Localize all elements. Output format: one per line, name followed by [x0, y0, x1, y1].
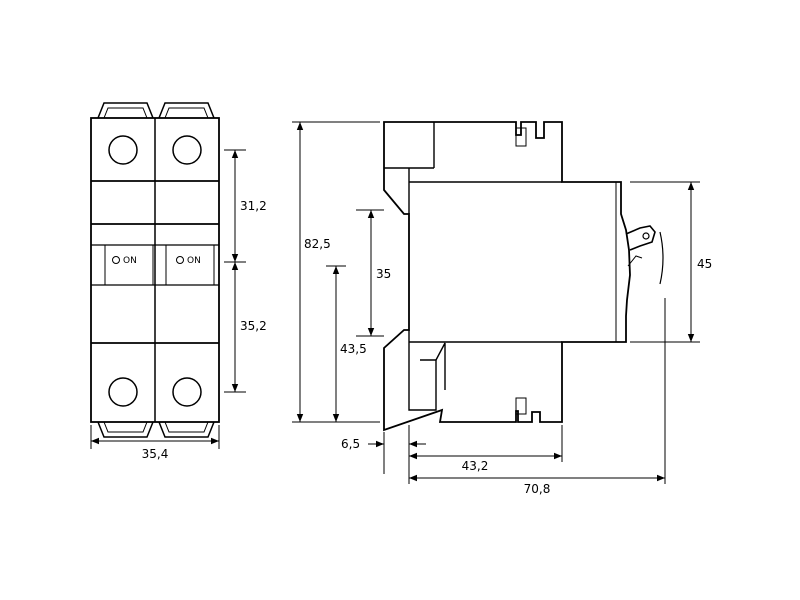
toggle-lever-icon — [625, 225, 656, 251]
dim-depth-total-label: 70,8 — [524, 482, 551, 496]
dim-width-label: 35,4 — [142, 447, 169, 461]
side-view: 82,5 35 43,5 45 6,5 43,2 70,8 — [292, 121, 712, 496]
dim-clip-offset-label: 6,5 — [341, 437, 360, 451]
dim-upper-label: 31,2 — [240, 199, 267, 213]
switch-window-right — [165, 244, 215, 286]
dim-lower-label: 35,2 — [240, 319, 267, 333]
dim-height-total-label: 82,5 — [304, 237, 331, 251]
latch-bottom — [515, 397, 527, 415]
terminal-screw-icon — [108, 135, 138, 165]
bottom-clip-left — [97, 421, 154, 438]
top-clip-left — [97, 102, 154, 119]
indicator-lamp-icon — [176, 256, 184, 264]
latch-top — [515, 127, 527, 147]
bottom-clip-right — [158, 421, 215, 438]
switch-label-right: ON — [187, 256, 201, 266]
terminal-screw-icon — [108, 377, 138, 407]
terminal-screw-icon — [172, 377, 202, 407]
switch-label-left: ON — [123, 256, 137, 266]
front-view: ON ON 35,4 31,2 35,2 — [90, 102, 267, 461]
lever-arc — [659, 231, 664, 285]
indicator-lamp-icon — [112, 256, 120, 264]
dim-rail-to-bottom-label: 43,5 — [340, 342, 367, 356]
switch-window-left — [104, 244, 154, 286]
dim-depth-body-label: 43,2 — [462, 459, 489, 473]
dim-rail-label: 35 — [376, 267, 391, 281]
dim-front-height-label: 45 — [697, 257, 712, 271]
terminal-screw-icon — [172, 135, 202, 165]
top-clip-right — [158, 102, 215, 119]
